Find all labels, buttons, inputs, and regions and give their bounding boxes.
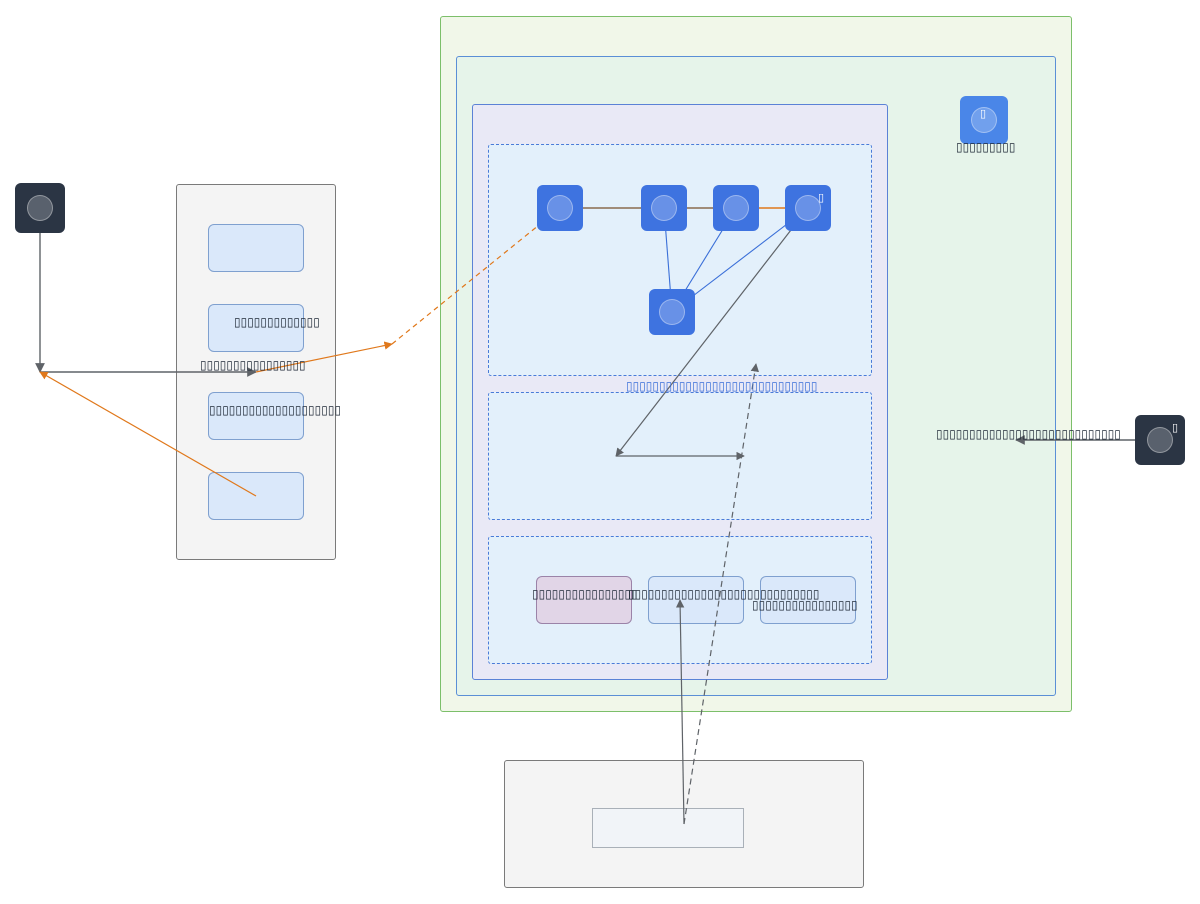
hub-node-icon bbox=[649, 289, 695, 335]
user-actor-icon bbox=[15, 183, 65, 233]
cloud-service-icon: ▯ bbox=[960, 96, 1008, 144]
bottom-panel bbox=[504, 760, 864, 888]
left-box-third bbox=[208, 392, 304, 440]
node-4-icon: ▯ bbox=[785, 185, 831, 231]
cloud-service-label: ▯▯▯▯▯▯▯▯▯ bbox=[956, 140, 1016, 154]
left-box-2-label: ▯▯▯▯▯▯▯▯▯▯▯▯▯▯▯▯▯▯▯▯ bbox=[209, 403, 342, 417]
right-flow-label: ▯▯▯▯▯▯▯▯▯▯▯▯▯▯▯▯▯▯▯▯▯▯▯▯▯▯▯▯ bbox=[936, 427, 1121, 441]
node-2-icon bbox=[641, 185, 687, 231]
storage-box-middle bbox=[648, 576, 744, 624]
storage-box-right bbox=[760, 576, 856, 624]
edge-bottom-solid bbox=[675, 599, 685, 825]
storage-purple-label: ▯▯▯▯▯▯▯▯▯▯▯▯▯▯▯▯ bbox=[532, 587, 638, 601]
node-1-icon bbox=[537, 185, 583, 231]
storage-mid-label: ▯▯▯▯▯▯▯▯▯▯▯▯▯▯▯▯▯▯▯▯▯▯▯▯▯▯▯▯▯ bbox=[628, 587, 820, 601]
bottom-inner-box bbox=[592, 808, 744, 848]
cluster-title-label: ▯▯▯▯▯▯▯▯▯▯▯▯▯▯▯▯▯▯▯▯▯▯▯▯▯▯▯▯▯ bbox=[626, 379, 818, 393]
left-box-second bbox=[208, 304, 304, 352]
external-actor-icon: ▯ bbox=[1135, 415, 1185, 465]
edge-return-orange bbox=[39, 371, 257, 497]
node-3-icon bbox=[713, 185, 759, 231]
left-box-bottom bbox=[208, 472, 304, 520]
node-group bbox=[488, 144, 872, 376]
edge-node4-down bbox=[615, 207, 809, 457]
storage-box-purple bbox=[536, 576, 632, 624]
edge-orange-dashed bbox=[391, 207, 561, 345]
left-box-1-label: ▯▯▯▯▯▯▯▯▯▯▯▯▯ bbox=[234, 315, 320, 329]
left-box-top bbox=[208, 224, 304, 272]
storage-right-label: ▯▯▯▯▯▯▯▯▯▯▯▯▯▯▯▯ bbox=[752, 598, 858, 612]
left-flow-label: ▯▯▯▯▯▯▯▯▯▯▯▯▯▯▯▯ bbox=[200, 358, 306, 372]
edge-bottom-dashed bbox=[683, 363, 759, 825]
edge-orange-up bbox=[255, 341, 393, 373]
